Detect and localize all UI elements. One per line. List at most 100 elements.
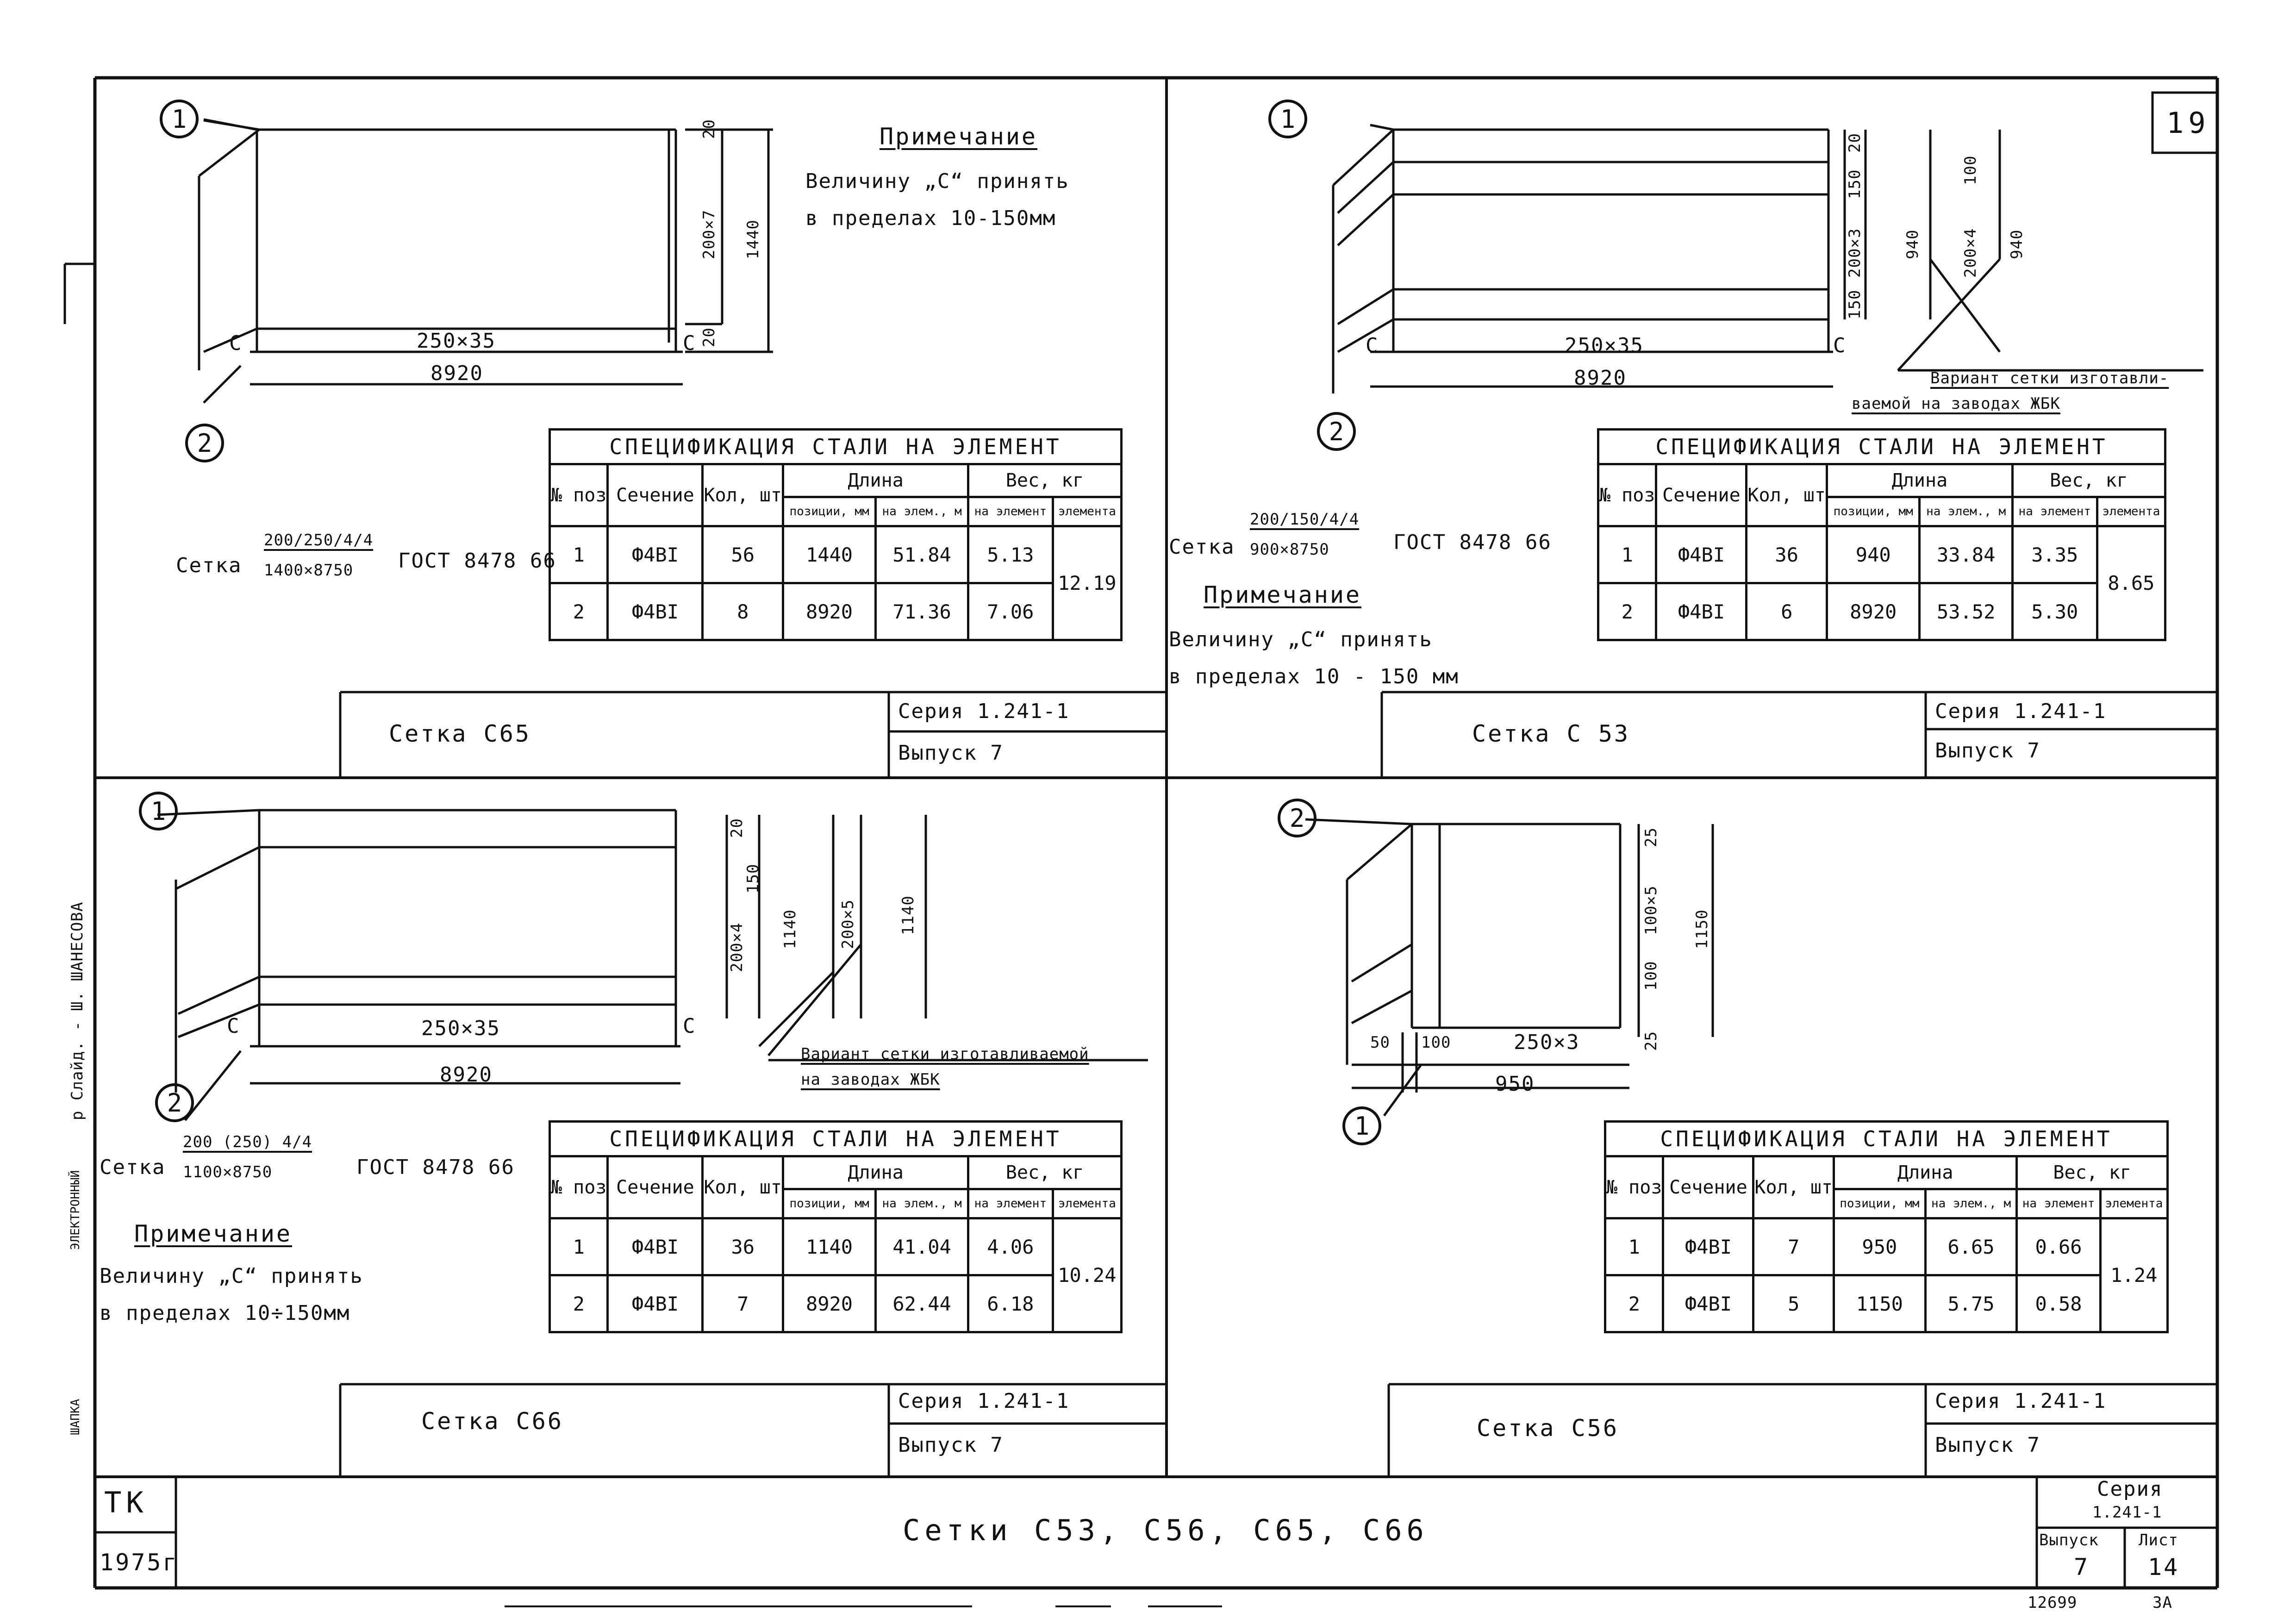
c53-dim-v1: 200×3 [1846, 228, 1864, 278]
c53-stamp-issue: Выпуск 7 [1935, 739, 2040, 762]
cell-len-elem: 51.84 [874, 525, 970, 584]
spec-h-len-elem: на элем., м [874, 496, 970, 527]
c66-c-left: С [227, 1014, 240, 1038]
spec-h-pos: № поз [1597, 463, 1658, 527]
cell-len-elem: 6.65 [1924, 1217, 2018, 1276]
cell-w-elem: 4.06 [967, 1217, 1054, 1276]
c56-stamp-issue: Выпуск 7 [1935, 1433, 2040, 1457]
c53-dim-total: 8920 [1574, 366, 1627, 390]
cell-section: Ф4ВI [1662, 1217, 1755, 1276]
c65-note-title: Примечание [880, 123, 1038, 150]
footer-format: 3А [2152, 1593, 2172, 1612]
c53-variant-line2: ваемой на заводах ЖБК [1852, 394, 2060, 413]
c56-dim-50: 50 [1370, 1033, 1390, 1052]
spec-h-weight: Вес, кг [2011, 463, 2167, 498]
c66-dim-150: 150 [744, 863, 762, 893]
table-row: 2 Ф4ВI 7 8920 62.44 6.18 [548, 1274, 1122, 1333]
c56-stamp-series: Серия 1.241-1 [1935, 1389, 2107, 1413]
spec-h-len-elem: на элем., м [1924, 1188, 2018, 1219]
cell-qty: 36 [701, 1217, 784, 1276]
cell-w-total: 12.19 [1051, 525, 1123, 641]
title-series-value: 1.241-1 [2092, 1503, 2162, 1522]
spec-h-w-total: элемента [1051, 1188, 1123, 1219]
spec-h-w-elem: на элемент [967, 1188, 1054, 1219]
c65-stamp-name: Сетка С65 [389, 720, 531, 747]
cell-section: Ф4ВI [606, 582, 704, 641]
spec-h-qty: Кол, шт [1745, 463, 1828, 527]
c53-note-title: Примечание [1204, 581, 1362, 608]
marker-2-c65: 2 [185, 424, 224, 462]
cell-pos: 1 [548, 1217, 609, 1276]
c53-c-right: С [1833, 334, 1847, 357]
marker-1-c53: 1 [1268, 100, 1307, 138]
spec-h-len-pos: позиции, мм [1833, 1188, 1927, 1219]
c65-dim-v1: 200×7 [700, 209, 718, 259]
c53-formula-prefix: Сетка [1169, 535, 1235, 559]
c56-dim-span: 250×3 [1514, 1031, 1580, 1054]
cell-w-elem: 6.18 [967, 1274, 1054, 1333]
table-row: 2 Ф4ВI 5 1150 5.75 0.58 [1603, 1274, 2168, 1333]
c66-formula-gost: ГОСТ 8478 66 [356, 1156, 515, 1179]
c53-formula-gost: ГОСТ 8478 66 [1393, 531, 1552, 554]
c66-spec-table: СПЕЦИФИКАЦИЯ СТАЛИ НА ЭЛЕМЕНТ № поз Сече… [548, 1120, 1123, 1333]
spec-h-w-total: элемента [2099, 1188, 2169, 1219]
side-margin-label: ЭЛЕКТРОННЫЙ [69, 1170, 82, 1250]
spec-h-len-elem: на элем., м [874, 1188, 970, 1219]
c66-note-title: Примечание [134, 1220, 293, 1247]
cell-len-pos: 8920 [1825, 582, 1921, 641]
c65-dim-span: 250×35 [417, 329, 496, 353]
cell-w-elem: 0.58 [2015, 1274, 2102, 1333]
c65-dim-top: 20 [700, 119, 718, 139]
spec-h-length: Длина [781, 1155, 970, 1190]
c66-formula-top: 200 (250) 4/4 [183, 1133, 312, 1151]
c53-spec-table: СПЕЦИФИКАЦИЯ СТАЛИ НА ЭЛЕМЕНТ № поз Сече… [1597, 428, 2167, 641]
cell-len-elem: 5.75 [1924, 1274, 2018, 1333]
c66-variant-line1: Вариант сетки изготавливаемой [801, 1045, 1089, 1063]
cell-qty: 8 [701, 582, 784, 641]
marker-1-c56: 1 [1342, 1106, 1381, 1145]
spec-title: СПЕЦИФИКАЦИЯ СТАЛИ НА ЭЛЕМЕНТ [1597, 428, 2166, 465]
c65-spec-table: СПЕЦИФИКАЦИЯ СТАЛИ НА ЭЛЕМЕНТ № поз Сече… [548, 428, 1123, 641]
c53-note-line1: Величину „С“ принять [1169, 628, 1433, 651]
marker-1-c66: 1 [139, 792, 178, 831]
cell-qty: 7 [701, 1274, 784, 1333]
table-row: 1 Ф4ВI 36 1140 41.04 4.06 10.24 [548, 1217, 1123, 1333]
cell-pos: 1 [548, 525, 609, 584]
c65-formula-prefix: Сетка [176, 554, 242, 577]
spec-title: СПЕЦИФИКАЦИЯ СТАЛИ НА ЭЛЕМЕНТ [549, 428, 1123, 465]
spec-h-weight: Вес, кг [2015, 1155, 2169, 1190]
cell-section: Ф4ВI [606, 1274, 704, 1333]
spec-h-section: Сечение [1662, 1155, 1755, 1219]
title-sheet-label: Лист [2139, 1531, 2178, 1549]
c65-dim-total: 8920 [430, 362, 483, 385]
c53-dim-150a: 150 [1846, 169, 1864, 199]
table-row: 1 Ф4ВI 36 940 33.84 3.35 8.65 [1597, 525, 2167, 641]
spec-h-w-elem: на элемент [2015, 1188, 2102, 1219]
cell-len-pos: 1150 [1833, 1274, 1927, 1333]
spec-h-w-elem: на элемент [2011, 496, 2098, 527]
c66-dim-v4: 1140 [899, 895, 917, 935]
title-issue-value: 7 [2074, 1554, 2090, 1580]
c53-dim-20: 20 [1846, 133, 1864, 153]
side-margin-label-2: ШАПКА [69, 1399, 82, 1435]
spec-h-len-elem: на элем., м [1918, 496, 2014, 527]
c65-dim-bottom: 20 [700, 327, 718, 347]
cell-w-total: 10.24 [1051, 1217, 1123, 1333]
cell-w-total: 1.24 [2099, 1217, 2169, 1333]
spec-h-section: Сечение [606, 463, 704, 527]
cell-len-pos: 1440 [781, 525, 877, 584]
c65-c-left: С [229, 331, 243, 355]
c53-dim-v2: 940 [1903, 229, 1922, 259]
table-row: 2 Ф4ВI 8 8920 71.36 7.06 [548, 582, 1122, 641]
c65-stamp-issue: Выпуск 7 [898, 741, 1004, 765]
c65-formula-top: 200/250/4/4 [264, 531, 374, 550]
title-org: ТК [104, 1486, 148, 1519]
cell-section: Ф4ВI [606, 525, 704, 584]
c66-dim-span: 250×35 [421, 1017, 500, 1040]
cell-pos: 2 [548, 1274, 609, 1333]
c66-stamp-issue: Выпуск 7 [898, 1433, 1004, 1457]
cell-w-elem: 5.30 [2011, 582, 2098, 641]
c56-dim-100: 100 [1421, 1033, 1451, 1052]
title-sheet-value: 14 [2148, 1554, 2180, 1580]
